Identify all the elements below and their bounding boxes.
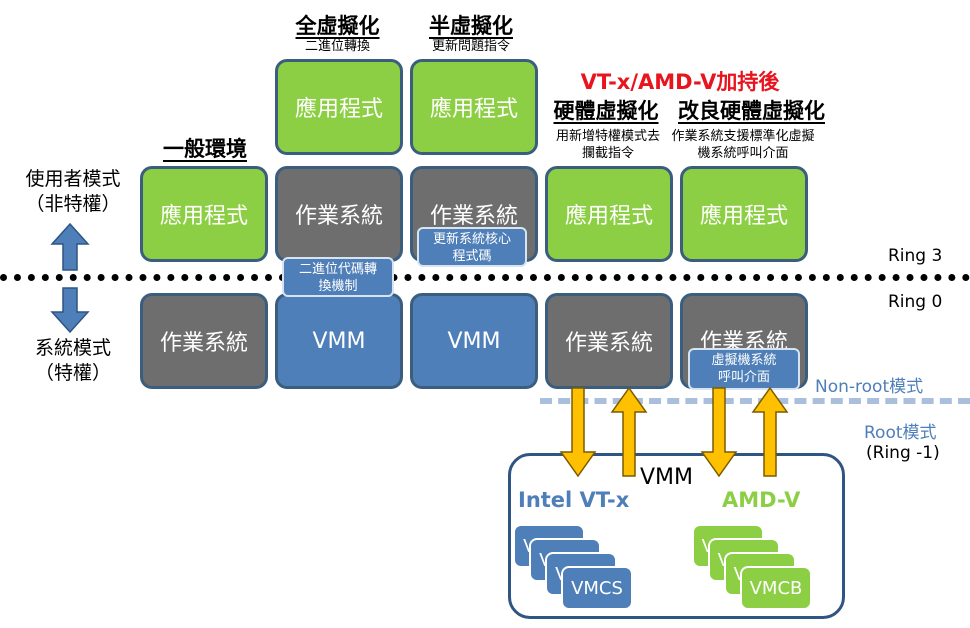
- root-mode-boundary: [540, 398, 970, 404]
- binary-translation-note: 二進位代碼轉換機制: [282, 257, 394, 297]
- up-arrow-icon: [50, 222, 90, 271]
- hw-virt-os-box: 作業系統: [545, 293, 673, 389]
- header-hw-virtualization-sub: 用新增特權模式去攔截指令: [556, 129, 661, 161]
- vmcb-card: VMCB: [740, 566, 812, 610]
- user-mode-label: 使用者模式 （非特權）: [25, 168, 121, 215]
- para-virt-app-box: 應用程式: [410, 59, 538, 155]
- para-virt-vmm-box: VMM: [410, 293, 538, 389]
- vm-exit-arrow-icon: [700, 387, 738, 478]
- ring-boundary-line: [0, 274, 970, 281]
- system-mode-label: 系統模式 （特權）: [34, 337, 111, 384]
- ring-minus1-label: (Ring -1): [866, 443, 940, 463]
- full-virt-app-box: 應用程式: [275, 59, 403, 155]
- non-root-mode-label: Non-root模式: [815, 377, 924, 397]
- vm-transition-arrows: [559, 386, 789, 478]
- mode-arrows: [50, 222, 90, 334]
- header-full-virtualization: 全虛擬化: [295, 14, 380, 38]
- down-arrow-icon: [50, 287, 90, 334]
- vm-entry-arrow-icon: [751, 386, 789, 477]
- amd-v-label: AMD-V: [722, 488, 801, 512]
- vm-entry-arrow-icon: [610, 386, 648, 477]
- header-para-virtualization-sub: 更新問題指令: [431, 39, 510, 54]
- full-virt-os-box: 作業系統: [275, 166, 403, 262]
- general-os-box: 作業系統: [140, 293, 268, 389]
- vmm-container-title: VMM: [640, 465, 694, 490]
- header-improved-hw-virtualization-sub: 作業系統支援標準化虛擬機系統呼叫介面: [671, 129, 815, 161]
- header-para-virtualization: 半虛擬化: [429, 14, 513, 38]
- kernel-update-note: 更新系統核心程式碼: [417, 227, 527, 267]
- header-improved-hw-virtualization: 改良硬體虛擬化: [678, 99, 825, 123]
- header-full-virtualization-sub: 二進位轉換: [304, 39, 370, 54]
- hypercall-note: 虛擬機系統呼叫介面: [688, 348, 800, 390]
- header-vt-support: VT-x/AMD-V加持後: [580, 70, 780, 94]
- header-general: 一般環境: [163, 137, 247, 161]
- ring3-label: Ring 3: [888, 246, 943, 266]
- full-virt-vmm-box: VMM: [275, 293, 403, 389]
- ring0-label: Ring 0: [888, 292, 943, 312]
- vmcs-card: VMCS: [561, 566, 633, 610]
- root-mode-label: Root模式: [864, 423, 937, 443]
- intel-vtx-label: Intel VT-x: [518, 488, 630, 512]
- header-hw-virtualization: 硬體虛擬化: [553, 99, 659, 123]
- vm-exit-arrow-icon: [559, 387, 597, 478]
- hw-virt-app-box: 應用程式: [545, 166, 673, 262]
- improved-hw-virt-app-box: 應用程式: [680, 166, 808, 262]
- general-app-box: 應用程式: [140, 166, 268, 262]
